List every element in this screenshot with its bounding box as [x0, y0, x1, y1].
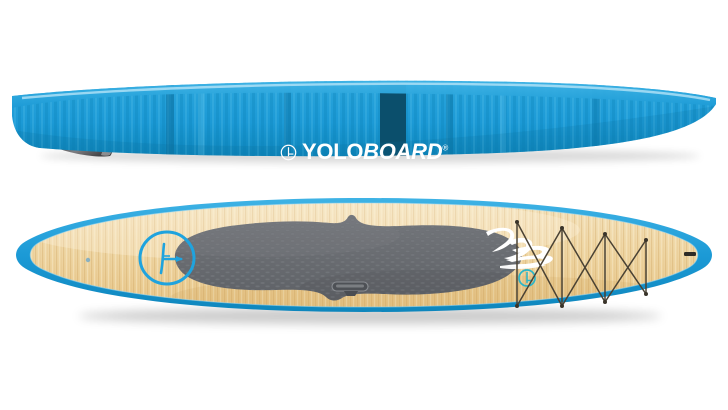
- board-side-view-graphic: [12, 80, 716, 163]
- rail-accent-stripe: [380, 84, 406, 157]
- tail-bungee-cord[interactable]: [516, 221, 647, 307]
- board-side-view[interactable]: YOLOBOARD®: [0, 60, 728, 170]
- side-view-caption: Board side profile view: [0, 0, 1, 1]
- deck-view-shadow: [78, 308, 662, 324]
- board-deck-view-graphic: [16, 198, 712, 324]
- center-carry-handle[interactable]: [331, 281, 369, 296]
- bungee-anchors: [515, 220, 648, 308]
- paddler-circle-logo[interactable]: [138, 230, 196, 286]
- side-view-body: [12, 80, 716, 157]
- rail-inner-highlight: [29, 202, 699, 308]
- script-signature-logo: [486, 227, 553, 269]
- board-deck-view[interactable]: [0, 190, 728, 375]
- figure-captions: Board side profile view Board deck top v…: [0, 0, 1, 1]
- leash-plug[interactable]: [684, 252, 696, 256]
- nose-vent-plug[interactable]: [85, 257, 91, 263]
